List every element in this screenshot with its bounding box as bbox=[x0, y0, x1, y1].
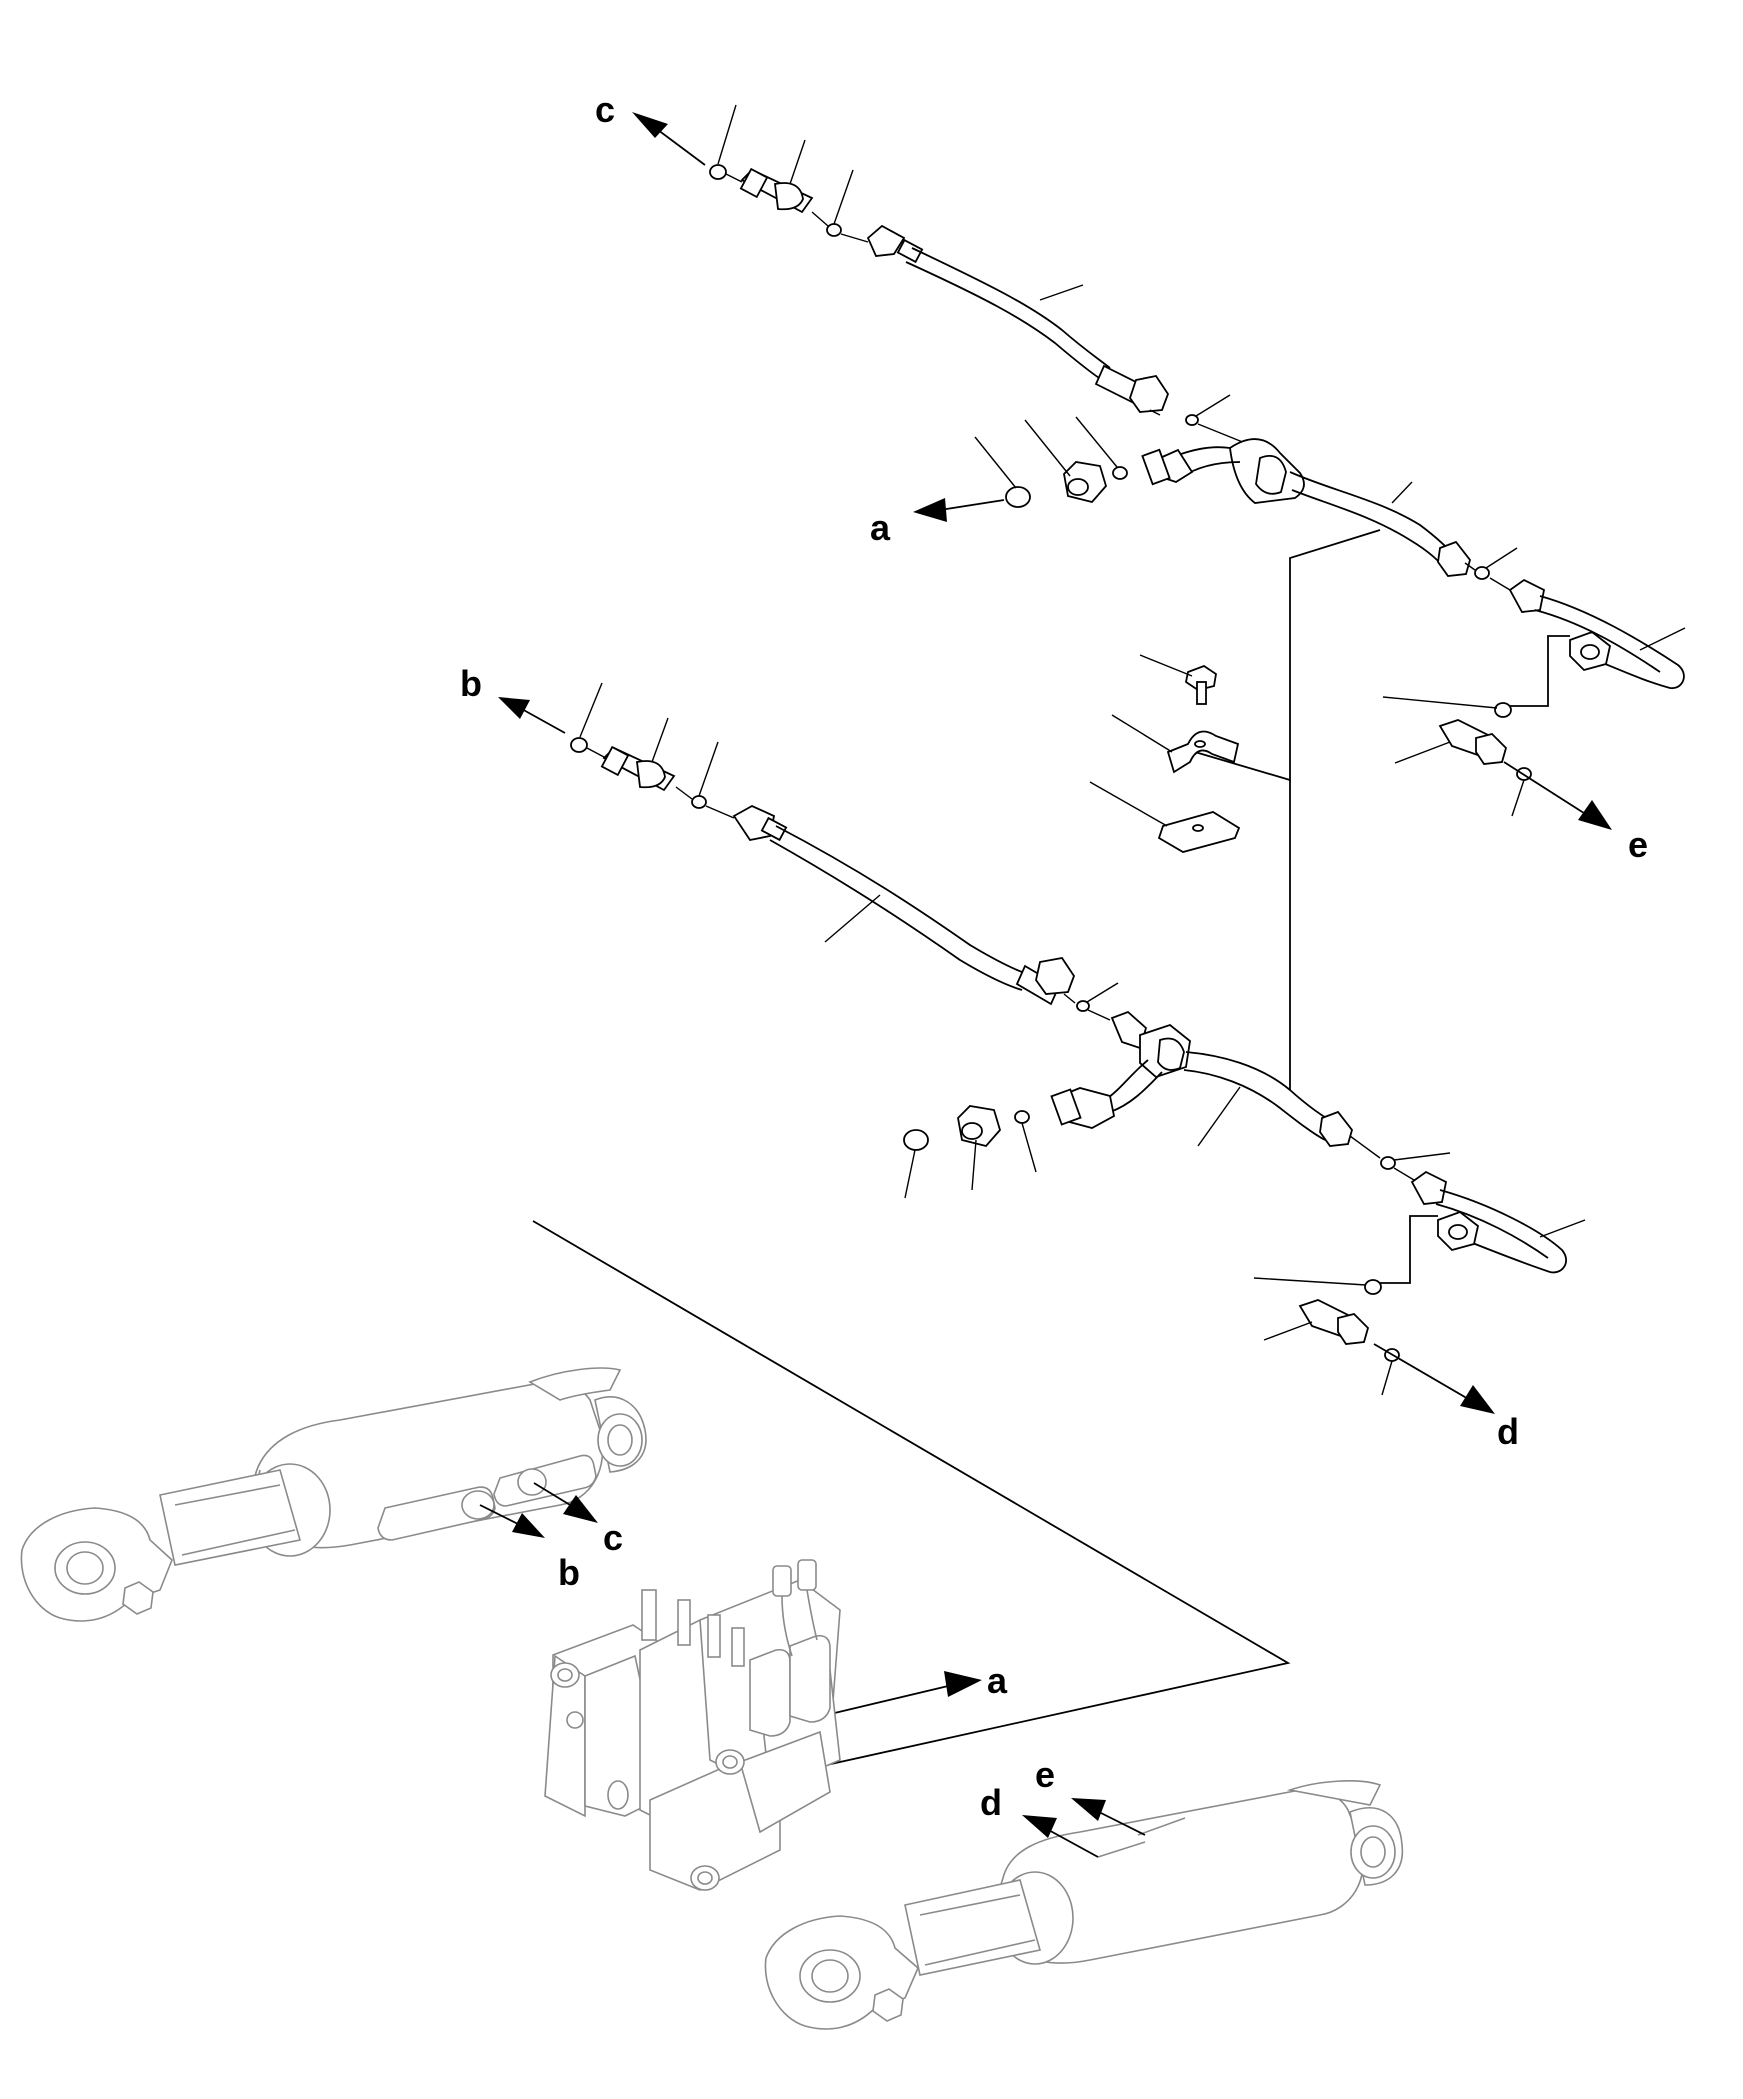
label-c-cylinder: c bbox=[603, 1517, 623, 1558]
label-d-cylinder: d bbox=[980, 1782, 1002, 1823]
label-e-cylinder: e bbox=[1035, 1754, 1055, 1795]
label-d-top: d bbox=[1497, 1411, 1519, 1452]
clamp-plate bbox=[1089, 781, 1241, 853]
label-b-top: b bbox=[460, 663, 482, 704]
clamp bbox=[1111, 714, 1240, 774]
label-a-valve: a bbox=[987, 1660, 1008, 1701]
left-hydraulic-cylinder bbox=[20, 1367, 647, 1622]
connection-labels: c a b e d c b a e d bbox=[460, 89, 1648, 1823]
control-valve bbox=[544, 1559, 841, 1891]
label-c-top: c bbox=[595, 89, 615, 130]
label-b-cylinder: b bbox=[558, 1552, 580, 1593]
upper-hose-assembly bbox=[632, 104, 1686, 830]
bolt bbox=[1139, 654, 1217, 705]
right-hydraulic-cylinder bbox=[764, 1780, 1404, 2030]
lower-hose-assembly bbox=[498, 682, 1586, 1414]
label-a-top: a bbox=[870, 507, 891, 548]
clamp-assembly bbox=[1089, 529, 1381, 1090]
label-e-top: e bbox=[1628, 824, 1648, 865]
